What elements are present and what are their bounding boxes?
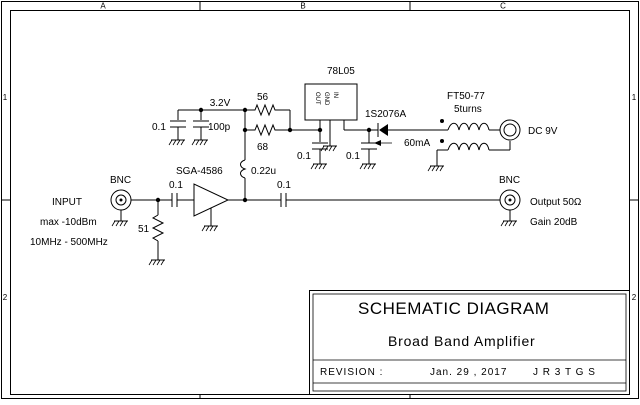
reg-input-cap-label: 0.1 (346, 151, 360, 162)
resistor-68-label: 68 (257, 142, 269, 153)
zone-dividers (2, 2, 638, 398)
diode-1s2076a (377, 123, 442, 137)
decoupling-cap-0.1 (168, 120, 186, 146)
input-cap-label: 0.1 (169, 180, 183, 191)
reg-pin-gnd: GND (323, 92, 329, 106)
rail-junction-dot (198, 107, 204, 113)
rail-wires (177, 109, 320, 160)
revision-label: REVISION : (320, 367, 383, 378)
input-note: INPUT (52, 197, 82, 208)
reg-out-junction-dot (317, 127, 323, 133)
reg-in-junction-dot (366, 127, 372, 133)
output-cap-0.1 (280, 193, 500, 207)
bnc-output-label: BNC (499, 175, 520, 186)
current-arrowhead (374, 140, 381, 146)
zone-col-b-top: B (300, 2, 305, 11)
termination-resistor-51 (148, 200, 166, 266)
reg-output-cap (310, 142, 328, 170)
amplifier-label: SGA-4586 (176, 166, 223, 177)
regulator-label: 78L05 (327, 66, 355, 77)
rail-junction-dot (242, 127, 248, 133)
reg-output-cap-label: 0.1 (297, 151, 311, 162)
input-cap-0.1 (171, 193, 194, 207)
choke-ft50-77 (442, 122, 511, 151)
choke-phase-dot (440, 139, 444, 143)
dc-input-label: DC 9V (528, 126, 558, 137)
gain-note: Gain 20dB (530, 217, 578, 228)
choke-type-label: FT50-77 (447, 91, 485, 102)
output-cap-label: 0.1 (277, 180, 291, 191)
regulator-78l05 (304, 83, 358, 121)
revision-date: Jan. 29 , 2017 (430, 367, 507, 378)
revision-author: J R 3 T G S (533, 367, 596, 378)
output-junction-dot (242, 197, 248, 203)
frequency-range-note: 10MHz - 500MHz (30, 237, 108, 248)
title-block-subtitle: Broad Band Amplifier (388, 333, 536, 349)
zone-row-2-left: 2 (3, 293, 8, 302)
amplifier-sga4586 (193, 183, 230, 232)
cap-label-100p: 100p (208, 122, 231, 133)
zone-col-c-top: C (500, 2, 506, 11)
bnc-input-label: BNC (110, 175, 131, 186)
title-block-title: SCHEMATIC DIAGRAM (358, 299, 549, 318)
choke-turns-label: 5turns (454, 104, 482, 115)
current-label: 60mA (404, 138, 430, 149)
rail-junction-dot (287, 127, 293, 133)
zone-row-1-right: 1 (632, 93, 637, 102)
output-impedance-note: Output 50Ω (530, 197, 582, 208)
rf-choke-label: 0.22u (251, 166, 276, 177)
dc-input-connector (499, 119, 521, 141)
bnc-output-connector[interactable] (499, 189, 521, 227)
choke-phase-dot (440, 119, 444, 123)
zone-row-2-right: 2 (632, 293, 637, 302)
decoupling-cap-100p (191, 120, 209, 146)
reg-input-cap (359, 142, 377, 170)
zone-row-1-left: 1 (3, 93, 8, 102)
termination-resistor-label: 51 (138, 224, 150, 235)
outer-border (1, 1, 639, 399)
reg-pin-in: IN (332, 92, 338, 98)
resistor-68 (252, 123, 278, 137)
diode-label: 1S2076A (365, 109, 406, 120)
resistor-56-label: 56 (257, 92, 269, 103)
rf-choke-0.22u (240, 159, 247, 200)
rail-voltage-label: 3.2V (210, 98, 231, 109)
title-block (309, 290, 630, 395)
cap-label-0.1: 0.1 (152, 122, 166, 133)
zone-col-a-top: A (100, 2, 106, 11)
bnc-input-connector[interactable] (110, 189, 132, 227)
max-level-note: max -10dBm (40, 217, 97, 228)
reg-pin-out: OUT (314, 92, 320, 105)
resistor-56 (252, 103, 278, 117)
